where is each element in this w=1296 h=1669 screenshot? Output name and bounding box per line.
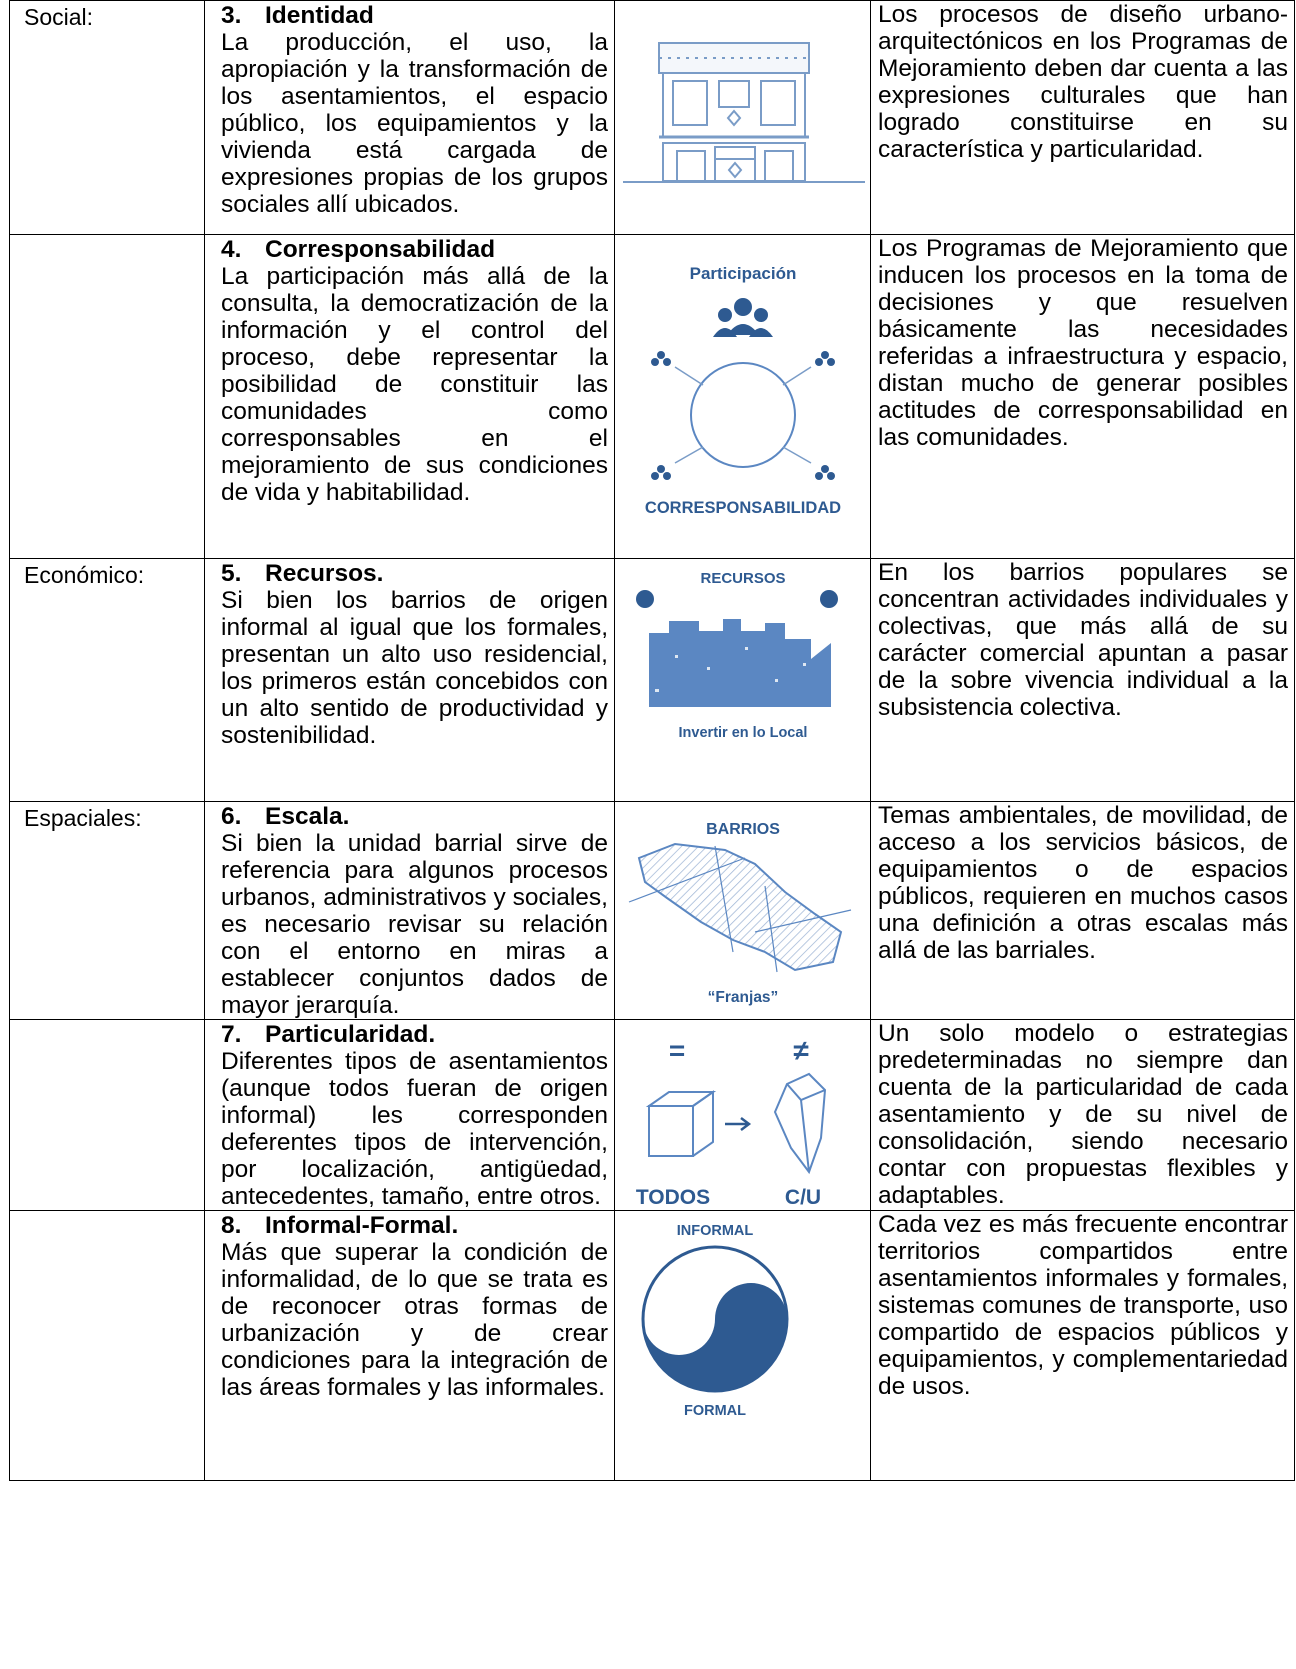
concept-heading: 7.Particularidad. <box>221 1021 436 1048</box>
image-cell: Participación CORRESPONSABILID <box>614 234 871 559</box>
image-cell: = ≠ TODOS C/U <box>614 1019 871 1211</box>
cube-crystal-icon: = ≠ TODOS C/U <box>636 1035 827 1207</box>
category-cell <box>9 234 205 559</box>
concept-title: Corresponsabilidad <box>265 236 496 263</box>
concept-heading: 4.Corresponsabilidad <box>221 236 496 263</box>
image-cell <box>614 0 871 235</box>
crystal-shape <box>773 1072 827 1175</box>
concept-title: Escala. <box>265 803 350 830</box>
people-group-icon <box>713 298 773 337</box>
concept-text: Más que superar la condición de informal… <box>221 1239 608 1401</box>
concept-heading: 5.Recursos. <box>221 560 384 587</box>
recursos-label: RECURSOS <box>700 570 785 587</box>
description-cell: Los procesos de diseño urbano-arquitectó… <box>870 0 1295 235</box>
invertir-label: Invertir en lo Local <box>679 725 808 741</box>
category-cell: Espaciales: <box>9 801 205 1020</box>
concepts-table: Social: 3.Identidad La producción, el us… <box>9 0 1295 1481</box>
concept-heading: 8.Informal-Formal. <box>221 1212 459 1239</box>
table-row: Social: 3.Identidad La producción, el us… <box>9 0 1295 235</box>
table-row: Económico: 5.Recursos. Si bien los barri… <box>9 558 1295 802</box>
concept-text: Si bien la unidad barrial sirve de refer… <box>221 830 608 1019</box>
cu-label: C/U <box>785 1186 821 1207</box>
concept-cell: 6.Escala. Si bien la unidad barrial sirv… <box>204 801 615 1020</box>
concept-cell: 8.Informal-Formal. Más que superar la co… <box>204 1210 615 1481</box>
concept-text: Diferentes tipos de asentamientos (aunqu… <box>221 1048 608 1210</box>
resources-icon: RECURSOS Invertir en lo Local <box>636 570 838 741</box>
equal-symbol: = <box>669 1035 685 1066</box>
concept-title: Particularidad. <box>265 1021 436 1048</box>
concept-cell: 5.Recursos. Si bien los barrios de orige… <box>204 558 615 802</box>
concept-cell: 4.Corresponsabilidad La participación má… <box>204 234 615 559</box>
image-cell: RECURSOS Invertir en lo Local <box>614 558 871 802</box>
todos-label: TODOS <box>636 1186 710 1207</box>
money-bag-icon <box>636 590 838 608</box>
description-cell: Un solo modelo o estrategias predetermin… <box>870 1019 1295 1211</box>
formal-label: FORMAL <box>684 1403 746 1419</box>
concept-title: Recursos. <box>265 560 384 587</box>
not-equal-symbol: ≠ <box>793 1035 808 1066</box>
corresponsabilidad-label: CORRESPONSABILIDAD <box>645 499 841 517</box>
description-cell: Cada vez es más frecuente encontrar terr… <box>870 1210 1295 1481</box>
franjas-label: “Franjas” <box>708 989 779 1006</box>
image-cell: BARRIOS “Franjas” <box>614 801 871 1020</box>
category-cell: Económico: <box>9 558 205 802</box>
category-cell <box>9 1210 205 1481</box>
concept-text: Si bien los barrios de origen informal a… <box>221 587 608 749</box>
participation-icon: Participación CORRESPONSABILID <box>645 264 841 517</box>
building-facade-icon <box>623 42 865 183</box>
concept-text: La producción, el uso, la apropiación y … <box>221 29 608 218</box>
concept-title: Identidad <box>265 2 374 29</box>
concept-heading: 3.Identidad <box>221 2 374 29</box>
description-cell: Los Programas de Mejoramiento que induce… <box>870 234 1295 559</box>
map-icon: BARRIOS “Franjas” <box>628 821 852 1006</box>
concept-text: La participación más allá de la consulta… <box>221 263 608 506</box>
description-cell: Temas ambientales, de movilidad, de acce… <box>870 801 1295 1020</box>
arrow-icon <box>725 1117 752 1131</box>
table-row: Espaciales: 6.Escala. Si bien la unidad … <box>9 801 1295 1020</box>
informal-label: INFORMAL <box>677 1223 754 1239</box>
yin-yang-icon: INFORMAL FORMAL <box>641 1223 789 1419</box>
barrios-label: BARRIOS <box>706 821 780 838</box>
participation-label: Participación <box>690 264 797 283</box>
concept-title: Informal-Formal. <box>265 1212 459 1239</box>
concept-cell: 7.Particularidad. Diferentes tipos de as… <box>204 1019 615 1211</box>
concept-cell: 3.Identidad La producción, el uso, la ap… <box>204 0 615 235</box>
table-row: 4.Corresponsabilidad La participación má… <box>9 234 1295 559</box>
cube-shape <box>645 1090 717 1157</box>
city-skyline-shape <box>649 619 831 707</box>
description-cell: En los barrios populares se concentran a… <box>870 558 1295 802</box>
table-row: 7.Particularidad. Diferentes tipos de as… <box>9 1019 1295 1211</box>
image-cell: INFORMAL FORMAL <box>614 1210 871 1481</box>
table-row: 8.Informal-Formal. Más que superar la co… <box>9 1210 1295 1481</box>
category-cell <box>9 1019 205 1211</box>
category-cell: Social: <box>9 0 205 235</box>
concept-heading: 6.Escala. <box>221 803 350 830</box>
